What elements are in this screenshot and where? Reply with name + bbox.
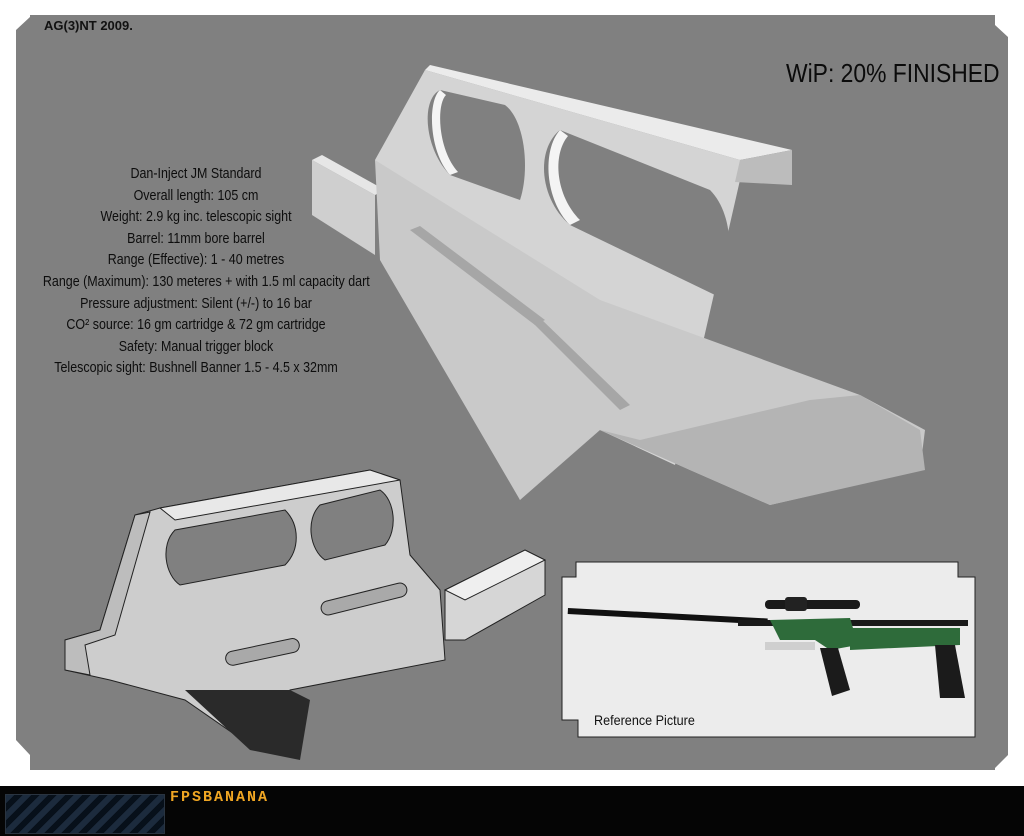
specifications-list: Dan-Inject JM Standard Overall length: 1… xyxy=(18,164,374,380)
spec-line: Range (Effective): 1 - 40 metres xyxy=(107,252,285,269)
presentation-panel: AG(3)NT 2009. WiP: 20% FINISHED Dan-Inje… xyxy=(16,15,1008,770)
spec-line: Barrel: 11mm bore barrel xyxy=(127,230,265,247)
author-credit: AG(3)NT 2009. xyxy=(44,18,133,33)
spec-line: Overall length: 105 cm xyxy=(133,187,259,204)
spec-line: Safety: Manual trigger block xyxy=(118,338,274,355)
reference-rifle-image xyxy=(567,597,968,698)
spec-line: CO² source: 16 gm cartridge & 72 gm cart… xyxy=(66,317,326,334)
fpsbanana-logo[interactable]: FPSBANANA xyxy=(170,789,270,806)
site-footer-bar xyxy=(0,786,1024,836)
spec-line: Telescopic sight: Bushnell Banner 1.5 - … xyxy=(54,360,338,377)
small-model-render xyxy=(64,469,547,760)
spec-line: Weight: 2.9 kg inc. telescopic sight xyxy=(100,209,292,226)
reference-picture-label: Reference Picture xyxy=(594,712,695,728)
striped-badge xyxy=(5,794,165,834)
spec-line: Range (Maximum): 130 meteres + with 1.5 … xyxy=(42,273,370,290)
render-canvas xyxy=(16,15,1008,770)
wip-status-title: WiP: 20% FINISHED xyxy=(786,58,1000,88)
spec-line: Dan-Inject JM Standard xyxy=(130,166,262,182)
large-model-render xyxy=(312,65,925,505)
spec-line: Pressure adjustment: Silent (+/-) to 16 … xyxy=(80,295,312,312)
